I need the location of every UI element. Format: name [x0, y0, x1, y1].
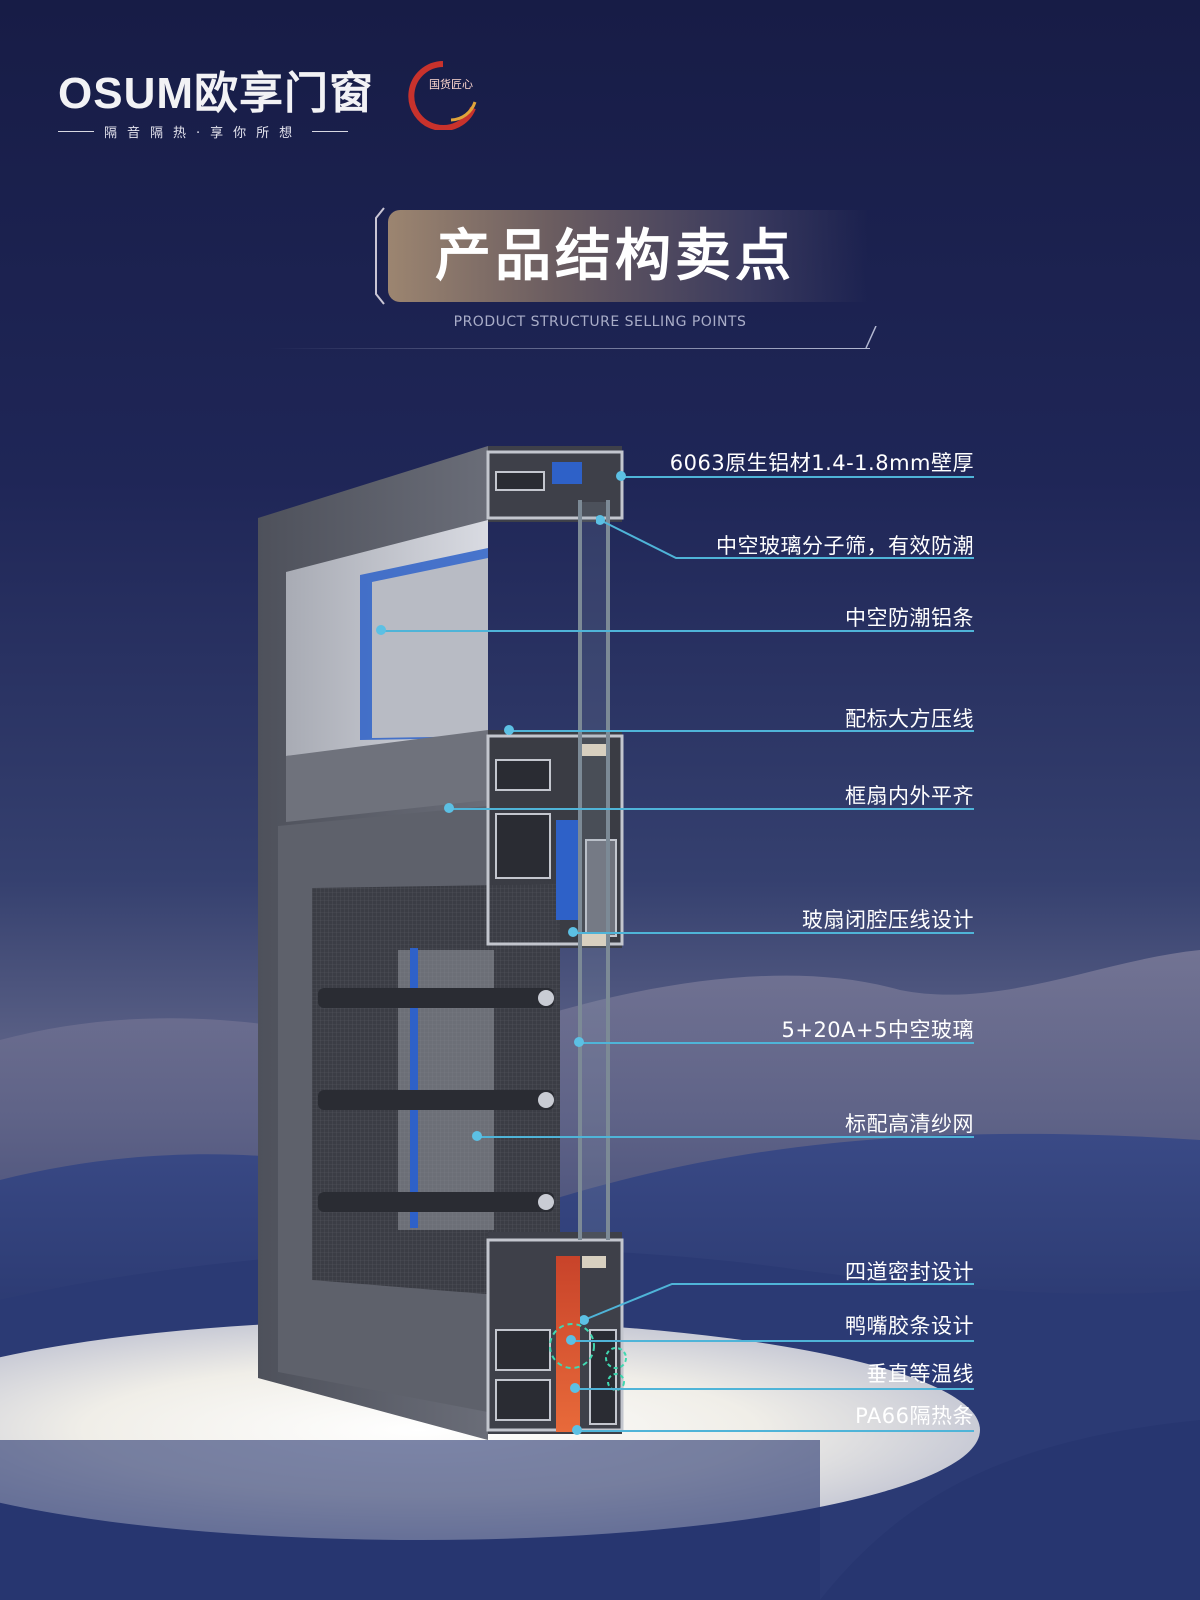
- leader-dot-insulated-glass: [574, 1037, 584, 1047]
- leader-line-isotherm: [576, 1388, 974, 1390]
- page-title: 产品结构卖点: [435, 224, 795, 289]
- leader-dot-isotherm: [570, 1383, 580, 1393]
- point-label-spacer-bar: 中空防潮铝条: [845, 606, 974, 630]
- point-label-pa66-strip: PA66隔热条: [855, 1404, 974, 1428]
- slogan-divider-left: [58, 131, 94, 132]
- logo-slogan: 隔音隔热·享你所想: [104, 126, 303, 141]
- leader-line-flush-frame: [450, 808, 974, 810]
- leader-dot-glazing-bead: [504, 725, 514, 735]
- brand-logo: OSUM欧享门窗 隔音隔热·享你所想: [58, 70, 374, 141]
- title-line-hook: [865, 326, 877, 349]
- point-label-four-seals: 四道密封设计: [845, 1260, 974, 1284]
- title-panel: [388, 210, 868, 302]
- leader-dot-flush-frame: [444, 803, 454, 813]
- leader-line-screen-mesh: [478, 1136, 974, 1138]
- leader-line-spacer-bar: [382, 630, 974, 632]
- point-label-duckbill-strip: 鸭嘴胶条设计: [845, 1314, 974, 1338]
- leader-line-molecular-sieve: [596, 515, 974, 559]
- leader-dot-duckbill-strip: [566, 1335, 576, 1345]
- point-label-flush-frame: 框扇内外平齐: [845, 784, 974, 808]
- logo-text: OSUM欧享门窗: [58, 69, 374, 118]
- leader-line-aluminum: [622, 476, 974, 478]
- point-label-insulated-glass: 5+20A+5中空玻璃: [781, 1018, 974, 1042]
- point-label-glazing-bead: 配标大方压线: [845, 707, 974, 731]
- badge-seal-icon: 国货匠心: [403, 58, 481, 131]
- leader-dot-closed-cavity: [568, 927, 578, 937]
- point-label-screen-mesh: 标配高清纱网: [845, 1112, 974, 1136]
- point-label-isotherm: 垂直等温线: [866, 1362, 974, 1386]
- leader-dot-aluminum: [616, 471, 626, 481]
- leader-line-closed-cavity: [574, 932, 974, 934]
- leader-line-pa66-strip: [578, 1430, 974, 1432]
- logo-slogan-row: 隔音隔热·享你所想: [58, 122, 374, 141]
- leader-line-duckbill-strip: [572, 1340, 974, 1342]
- point-label-molecular-sieve: 中空玻璃分子筛，有效防潮: [716, 534, 974, 558]
- slogan-divider-right: [312, 131, 349, 132]
- leader-line-insulated-glass: [580, 1042, 974, 1044]
- point-label-aluminum: 6063原生铝材1.4-1.8mm壁厚: [669, 451, 974, 475]
- leader-dot-screen-mesh: [472, 1131, 482, 1141]
- leader-dot-pa66-strip: [572, 1425, 582, 1435]
- title-underline: [270, 348, 870, 349]
- point-label-closed-cavity: 玻扇闭腔压线设计: [802, 908, 974, 932]
- title-bracket: [375, 207, 385, 305]
- leader-line-glazing-bead: [510, 730, 974, 732]
- leader-dot-spacer-bar: [376, 625, 386, 635]
- page-subtitle: PRODUCT STRUCTURE SELLING POINTS: [453, 314, 747, 330]
- badge-text: 国货匠心: [429, 78, 473, 91]
- leader-line-four-seals: [580, 1283, 974, 1325]
